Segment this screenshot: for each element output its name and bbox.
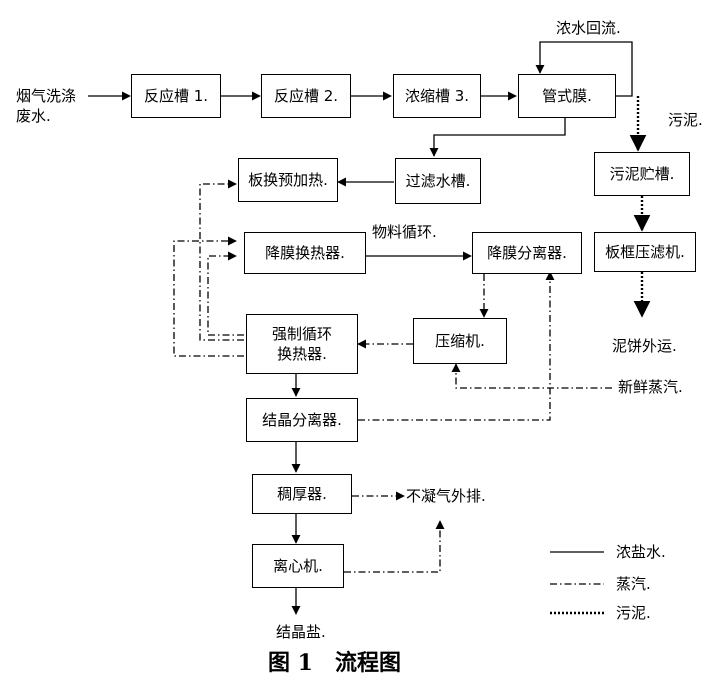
node-tubular-membrane: 管式膜. <box>518 74 616 118</box>
edge-fresh-steam-to-compressor <box>451 363 612 389</box>
label-input-wastewater: 烟气洗涤 废水. <box>16 87 77 125</box>
node-plate-preheat: 板换预加热. <box>238 158 338 202</box>
edge-centrifuge-to-noncondensable <box>344 520 445 573</box>
label-crystal-salt: 结晶盐. <box>276 623 326 641</box>
edge-forced-loop-inner <box>207 251 244 336</box>
legend-dotted-label: 污泥. <box>616 604 651 622</box>
node-reaction-tank-1: 反应槽 1. <box>131 74 221 118</box>
node-crystal-separator: 结晶分离器. <box>246 398 358 442</box>
node-thickener: 稠厚器. <box>252 474 352 514</box>
label-fresh-steam: 新鲜蒸汽. <box>618 378 683 396</box>
label-noncondensable-exhaust: 不凝气外排. <box>406 487 486 505</box>
figure-caption: 图 1 流程图 <box>268 650 401 676</box>
edge-crystal-to-separator <box>358 271 555 421</box>
legend-dashdot-label: 蒸汽. <box>616 575 651 593</box>
node-falling-film-separator: 降膜分离器. <box>472 232 582 274</box>
edge-membrane-to-filtrate <box>429 118 566 157</box>
node-filter-press: 板框压滤机. <box>594 232 696 272</box>
edge-concentrate-return <box>535 41 633 97</box>
node-filtrate-tank: 过滤水槽. <box>395 158 481 204</box>
node-centrifuge: 离心机. <box>252 544 344 588</box>
node-reaction-tank-2: 反应槽 2. <box>261 74 351 118</box>
node-compressor: 压缩机. <box>413 318 507 364</box>
edge-forced-loop-to-preheat <box>199 179 244 341</box>
label-cake-out: 泥饼外运. <box>612 337 677 355</box>
node-forced-circulation-exchanger: 强制循环 换热器. <box>246 314 358 374</box>
node-concentration-tank-3: 浓缩槽 3. <box>393 74 481 118</box>
node-falling-film-exchanger: 降膜换热器. <box>244 232 366 274</box>
node-sludge-storage: 污泥贮槽. <box>594 152 690 196</box>
legend-solid-label: 浓盐水. <box>616 543 666 561</box>
label-material-circulation: 物料循环. <box>372 223 437 241</box>
edge-forced-loop-to-falling-film <box>173 236 244 357</box>
label-sludge: 污泥. <box>668 111 703 129</box>
label-concentrate-return: 浓水回流. <box>556 19 621 37</box>
